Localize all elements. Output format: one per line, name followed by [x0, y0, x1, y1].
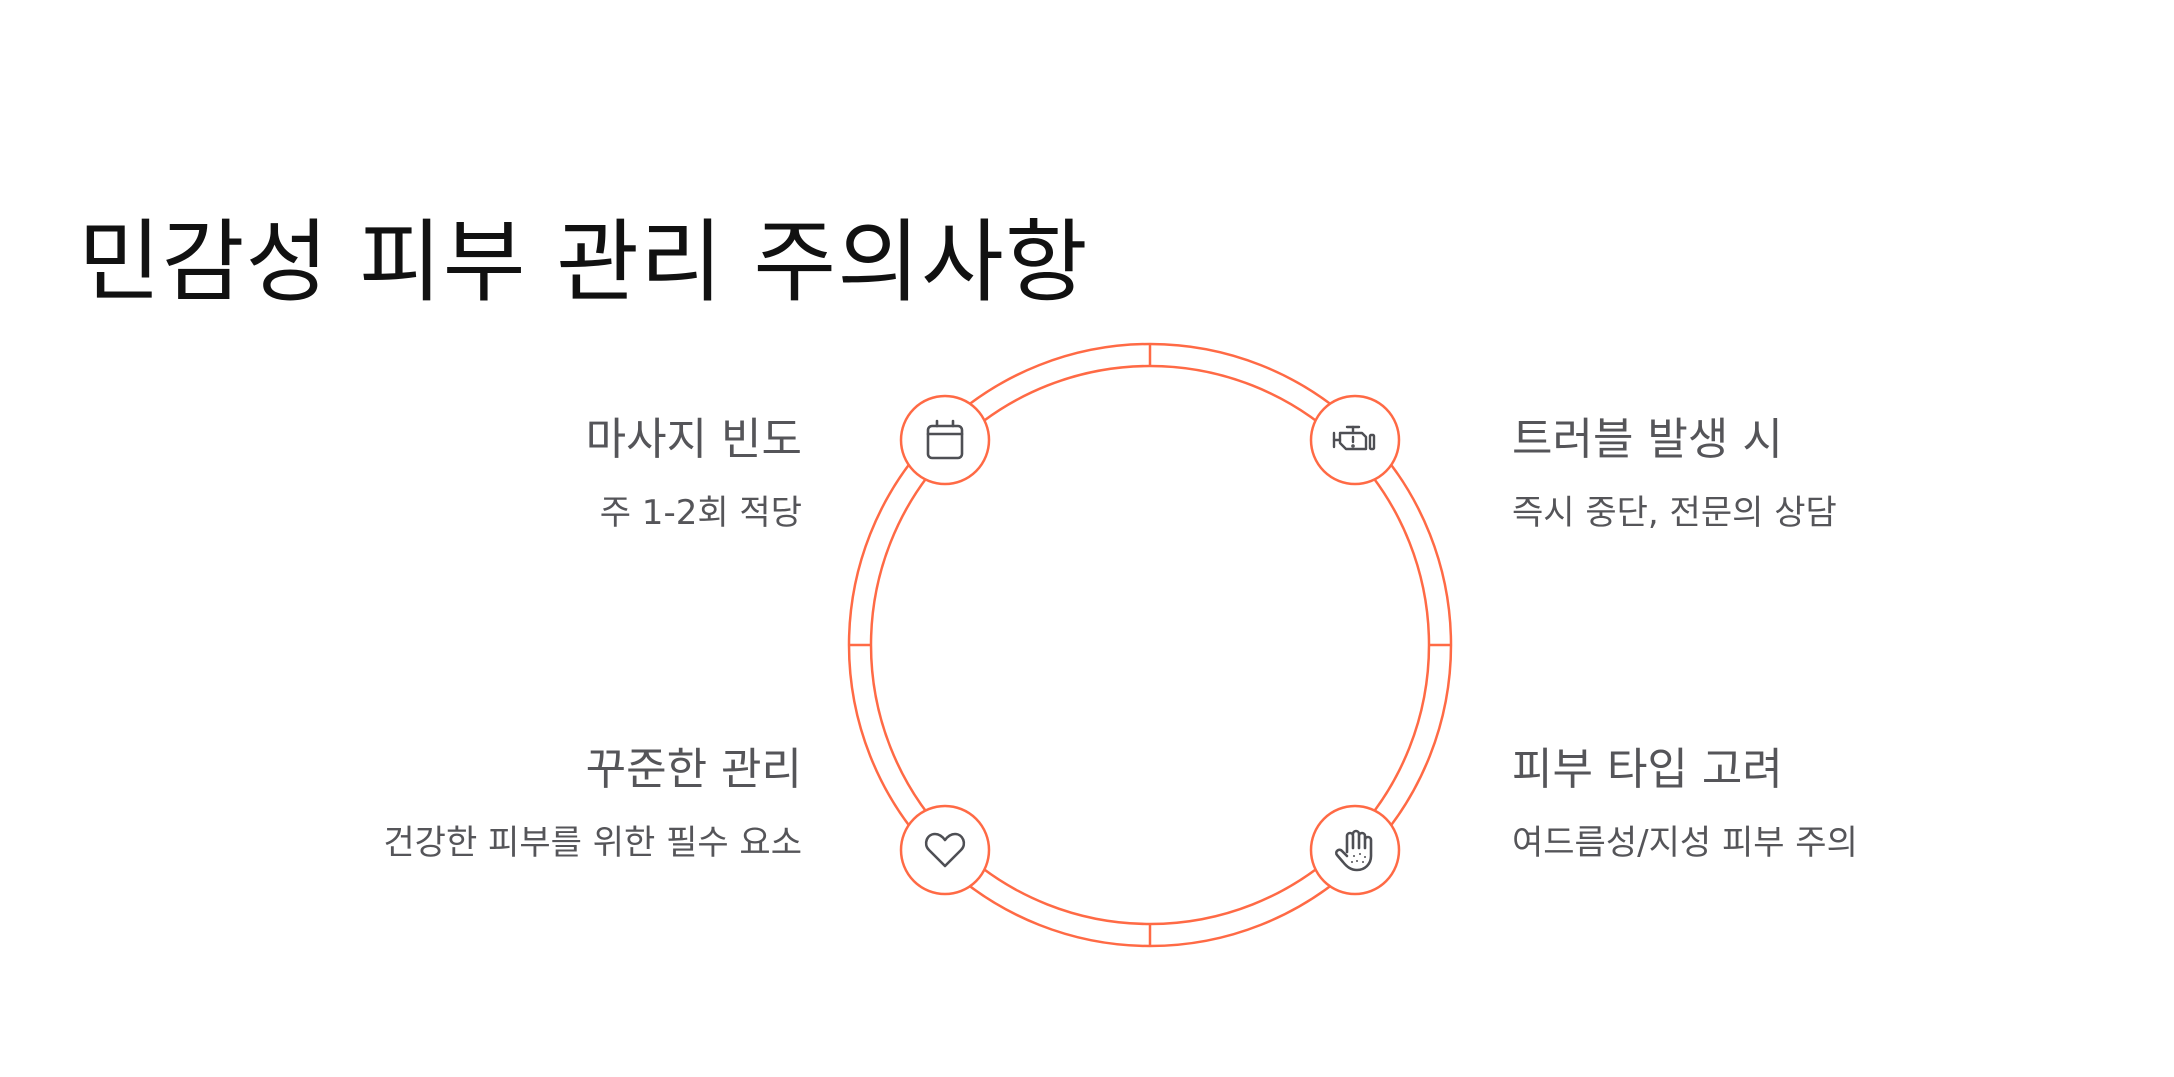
node-circle-top-right: [1309, 394, 1401, 486]
node-circle-top-left: [899, 394, 991, 486]
item-description: 여드름성/지성 피부 주의: [1512, 823, 1858, 863]
item-title: 트러블 발생 시: [1512, 414, 1783, 465]
engine-warning-icon: [1311, 396, 1399, 484]
hand-skin-icon: [1311, 806, 1399, 894]
heart-icon: [901, 806, 989, 894]
calendar-icon: [901, 396, 989, 484]
cycle-item-skin-type: 피부 타입 고려 여드름성/지성 피부 주의: [1512, 744, 1858, 863]
cycle-item-massage-frequency: 마사지 빈도 주 1-2회 적당: [585, 414, 802, 533]
cycle-item-trouble: 트러블 발생 시 즉시 중단, 전문의 상담: [1512, 414, 1837, 533]
item-title: 피부 타입 고려: [1512, 744, 1783, 795]
item-description: 즉시 중단, 전문의 상담: [1512, 493, 1837, 533]
cycle-item-consistent-care: 꾸준한 관리 건강한 피부를 위한 필수 요소: [383, 744, 802, 863]
page-title: 민감성 피부 관리 주의사항: [78, 210, 1089, 316]
node-circle-bottom-right: [1309, 804, 1401, 896]
item-title: 꾸준한 관리: [585, 744, 802, 795]
item-description: 주 1-2회 적당: [599, 493, 802, 533]
node-circle-bottom-left: [899, 804, 991, 896]
item-title: 마사지 빈도: [585, 414, 802, 465]
item-description: 건강한 피부를 위한 필수 요소: [383, 823, 802, 863]
